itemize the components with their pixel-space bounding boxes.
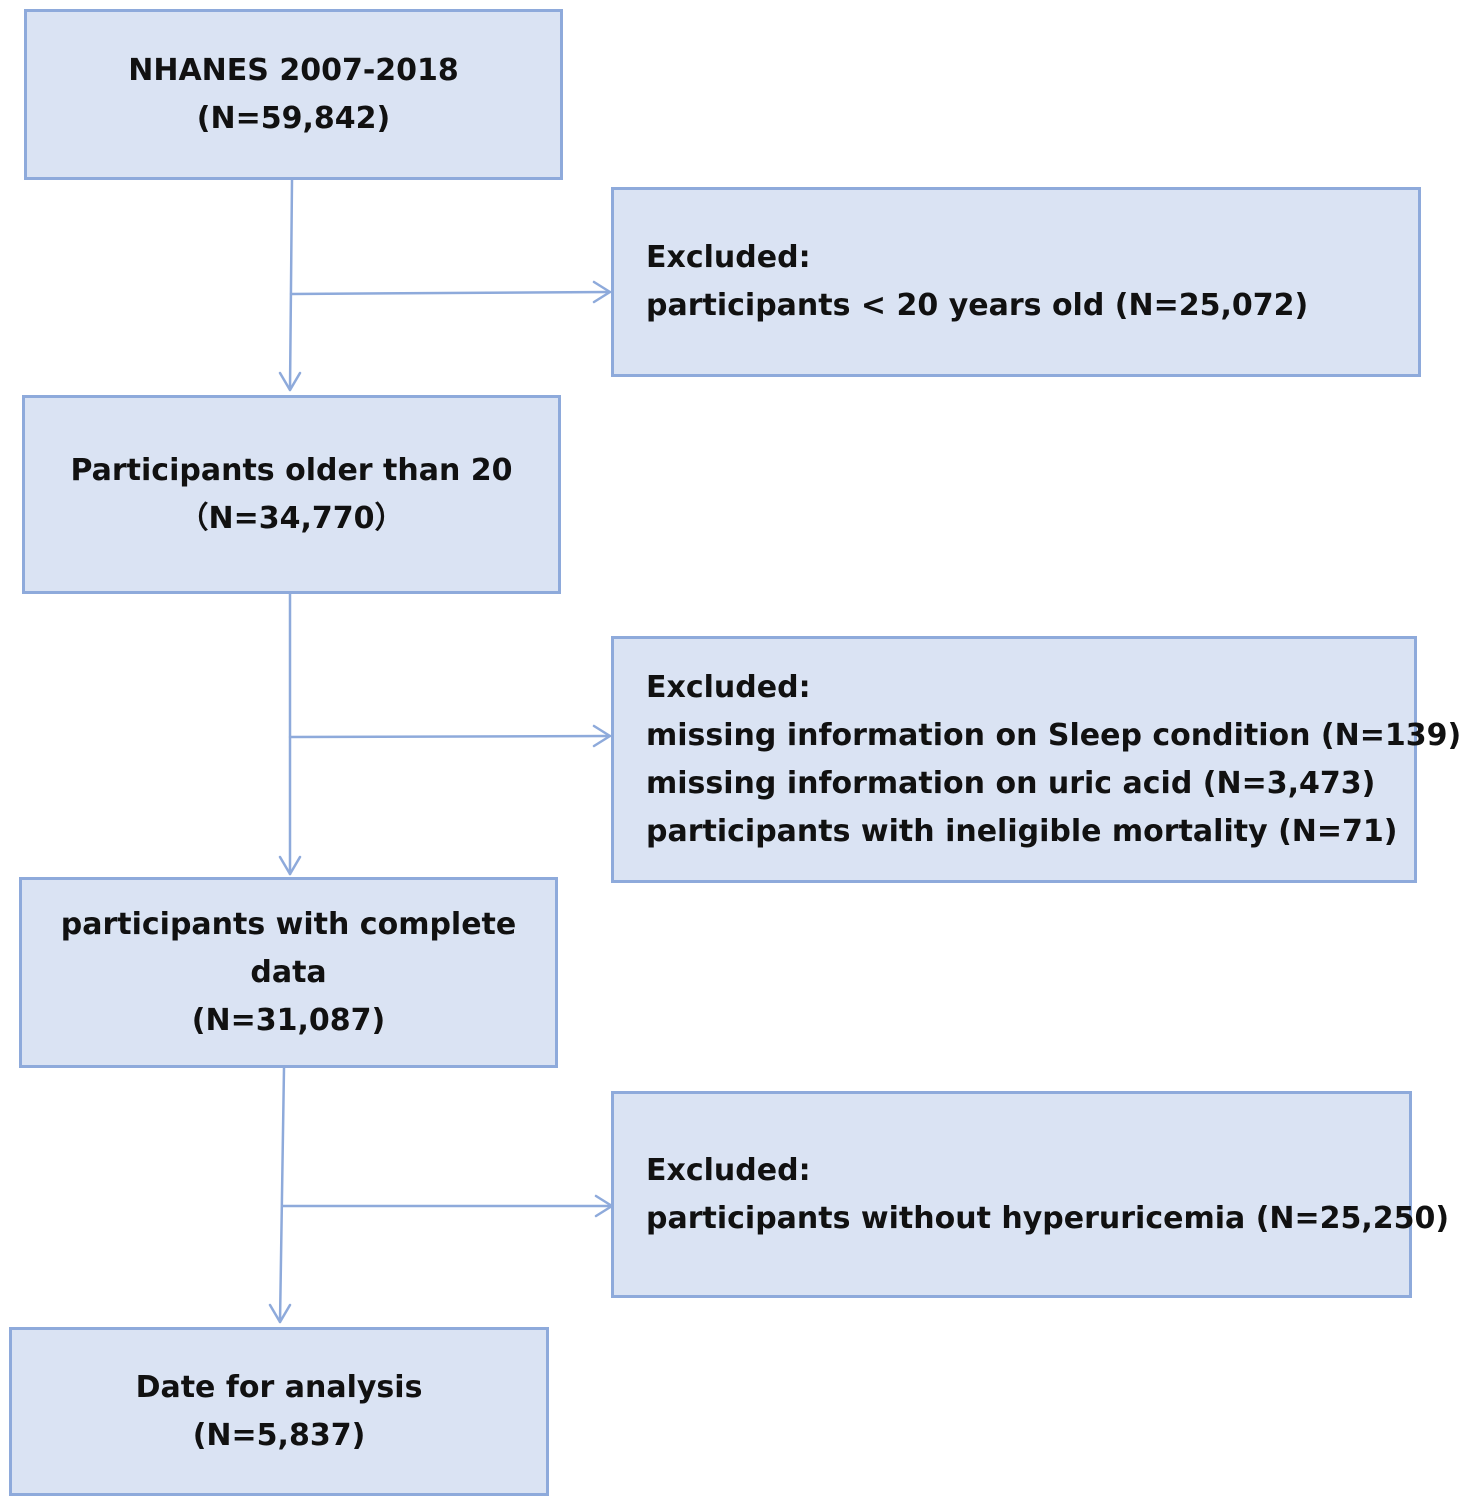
- arrowhead-excl-2: [592, 724, 612, 748]
- arrow-main-1: [288, 178, 294, 392]
- box-title: participants with complete: [60, 906, 517, 942]
- exclusion-heading: Excluded:: [646, 669, 811, 705]
- arrow-excl-2: [288, 734, 612, 739]
- exclusion-box-age: Excluded: participants < 20 years old (N…: [611, 187, 1421, 377]
- flow-connectors: [268, 178, 614, 1324]
- box-title: Date for analysis: [135, 1369, 423, 1405]
- arrow-excl-1: [289, 290, 612, 296]
- flow-box-older-than-20: Participants older than 20 （N=34,770）: [22, 395, 561, 594]
- box-count: (N=5,837): [192, 1417, 366, 1453]
- exclusion-heading: Excluded:: [646, 1152, 811, 1188]
- box-count: （N=34,770）: [178, 500, 405, 536]
- arrowhead-main-2: [278, 855, 302, 876]
- box-count: (N=31,087): [191, 1002, 386, 1038]
- exclusion-item: participants < 20 years old (N=25,072): [646, 288, 1309, 323]
- exclusion-item: missing information on uric acid (N=3,47…: [646, 765, 1376, 801]
- arrowhead-excl-1: [592, 280, 612, 304]
- exclusion-item: participants with ineligible mortality (…: [646, 813, 1398, 849]
- exclusion-box-missing: Excluded: missing information on Sleep c…: [611, 636, 1461, 883]
- arrowhead-main-1: [278, 371, 302, 392]
- box-title: NHANES 2007-2018: [128, 52, 459, 88]
- exclusion-heading: Excluded:: [646, 240, 811, 275]
- box-count: (N=59,842): [196, 100, 391, 136]
- flow-box-nhanes: NHANES 2007-2018 (N=59,842): [24, 9, 563, 180]
- exclusion-item: participants without hyperuricemia (N=25…: [646, 1200, 1450, 1236]
- arrow-main-3: [278, 1066, 286, 1324]
- flow-box-analysis: Date for analysis (N=5,837): [9, 1327, 549, 1496]
- box-title-continued: data: [250, 954, 327, 990]
- exclusion-item: missing information on Sleep condition (…: [646, 717, 1461, 753]
- flow-box-complete-data: participants with complete data (N=31,08…: [19, 877, 558, 1068]
- exclusion-box-hyperuricemia: Excluded: participants without hyperuric…: [611, 1091, 1450, 1298]
- box-title: Participants older than 20: [70, 452, 513, 488]
- arrowhead-main-3: [268, 1303, 292, 1324]
